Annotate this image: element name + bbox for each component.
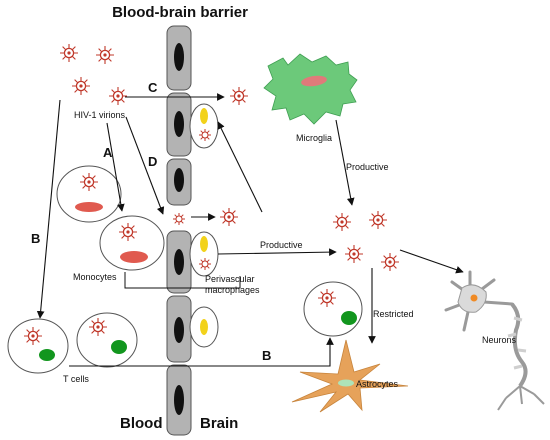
blood-brain-barrier-wall (166, 25, 192, 436)
route-b-bottom-arrow (69, 337, 334, 367)
virion (71, 76, 91, 96)
restricted-label: Restricted (373, 309, 414, 319)
endothelial-nucleus (174, 317, 184, 343)
arrows (36, 93, 464, 367)
monocyte (56, 165, 122, 223)
macrophages-label: macrophages (205, 285, 260, 295)
neuron-nucleus (470, 294, 478, 302)
neuron-cell (444, 270, 545, 411)
microglia-label: Microglia (296, 133, 332, 143)
route-b-left-letter: B (31, 231, 40, 246)
microglia-nucleus (301, 75, 327, 87)
microglia-cell (263, 53, 358, 125)
virion (219, 207, 239, 227)
t-cells-label: T cells (63, 374, 89, 384)
astrocytes-label: Astrocytes (356, 379, 399, 389)
perivascular-label: Perivascular (205, 274, 255, 284)
route-a-arrow (106, 122, 125, 212)
route-c-letter: C (148, 80, 158, 95)
route-a-letter: A (103, 145, 113, 160)
brain-region-label: Brain (200, 415, 238, 432)
virion (59, 43, 79, 63)
barrier-title: Blood-brain barrier (112, 4, 248, 21)
virion (108, 86, 128, 106)
virion-transcytosis (172, 212, 186, 226)
route-d-arrow (125, 116, 165, 215)
perivascular-macrophage (189, 306, 219, 348)
t-cell (76, 312, 138, 368)
productive-microglia-arrow (335, 119, 355, 206)
route-b-bottom-letter: B (262, 348, 271, 363)
astrocyte-nucleus (338, 379, 354, 387)
to-neurons-arrow (399, 249, 464, 274)
endothelial-nucleus (174, 385, 184, 415)
infected-astrocyte-cell (303, 281, 363, 337)
productive-macrophage-arrow (217, 248, 337, 256)
endothelial-nucleus (174, 168, 184, 192)
perivascular-macrophage (189, 231, 219, 277)
astrocyte-cell (291, 339, 409, 413)
route-b-arrow (36, 99, 61, 319)
perivascular-macrophage (189, 103, 219, 149)
neurons-label: Neurons (482, 335, 517, 345)
route-d-letter: D (148, 154, 157, 169)
endothelial-nucleus (174, 111, 184, 137)
endothelial-nucleus (174, 249, 184, 275)
productive-label-2: Productive (260, 240, 303, 250)
t-cell (7, 318, 69, 374)
monocytes-label: Monocytes (73, 272, 117, 282)
virion (229, 86, 249, 106)
endothelial-nucleus (174, 43, 184, 71)
virions-label: HIV-1 virions (74, 110, 126, 120)
macrophage-to-microglia-arrow (217, 121, 263, 213)
productive-label-1: Productive (346, 162, 389, 172)
monocyte-macrophage-bracket (124, 272, 241, 289)
brain-virion-cluster (332, 210, 400, 272)
virion (95, 45, 115, 65)
blood-region-label: Blood (120, 415, 163, 432)
monocyte (99, 215, 165, 271)
hiv-virion-cluster (59, 43, 128, 106)
